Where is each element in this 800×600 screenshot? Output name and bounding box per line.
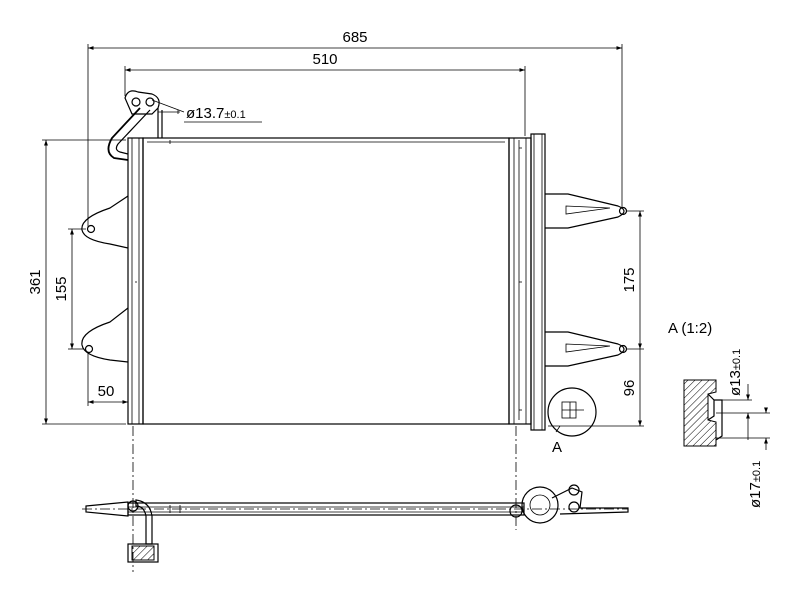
detail-a-title: A (1:2) bbox=[668, 320, 712, 337]
detail-a-marker-circle bbox=[547, 387, 597, 437]
left-upper-bracket bbox=[81, 195, 129, 249]
right-upper-bracket bbox=[545, 193, 625, 229]
condenser-core bbox=[142, 137, 510, 425]
dim-detail-outer-diameter: ø17±0.1 bbox=[747, 461, 764, 508]
dim-bracket-offset-right: 96 bbox=[621, 380, 638, 397]
inlet-pipe bbox=[107, 107, 141, 161]
dim-bracket-spacing-left: 155 bbox=[53, 276, 70, 301]
dim-detail-inner-diameter: ø13±0.1 bbox=[727, 349, 744, 396]
receiver-drier bbox=[530, 133, 546, 431]
dim-overall-width: 685 bbox=[342, 29, 367, 46]
dim-core-width: 510 bbox=[312, 51, 337, 68]
front-view bbox=[81, 90, 628, 437]
bottom-view-drier bbox=[521, 486, 559, 524]
dim-bracket-spacing-right: 175 bbox=[621, 267, 638, 292]
left-header-tank bbox=[127, 137, 144, 425]
detail-a-marker-label: A bbox=[552, 439, 562, 456]
dim-pipe-diameter: ø13.7±0.1 bbox=[186, 105, 246, 122]
detail-a-view: A (1:2) ø13±0.1 ø17±0.1 bbox=[668, 320, 770, 508]
dimension-labels: 685 510 ø13.7±0.1 361 155 50 175 96 A bbox=[27, 29, 638, 456]
left-lower-bracket bbox=[81, 307, 129, 363]
right-header-tank bbox=[508, 137, 532, 425]
dim-bracket-offset-left: 50 bbox=[98, 383, 115, 400]
right-lower-bracket bbox=[545, 331, 625, 367]
dimension-lines bbox=[42, 44, 644, 427]
dim-height-total: 361 bbox=[27, 269, 44, 294]
center-lines bbox=[132, 426, 517, 572]
bottom-view bbox=[82, 484, 629, 563]
